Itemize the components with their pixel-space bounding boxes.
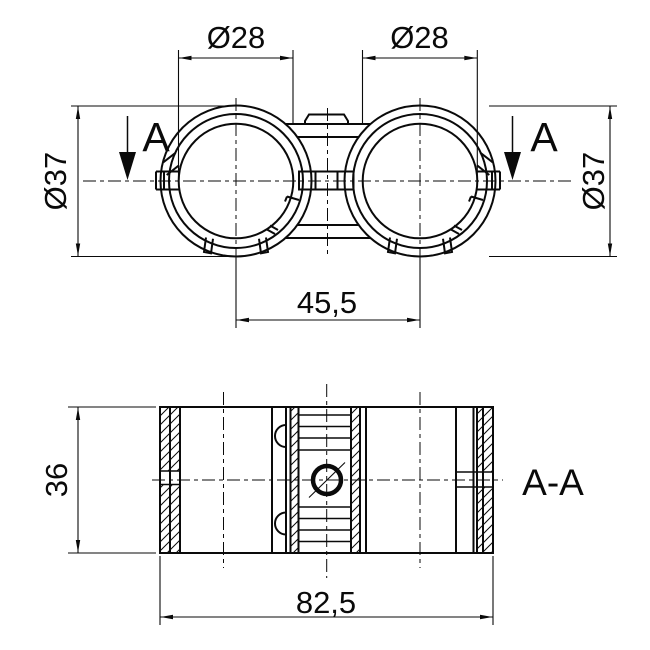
left-tab-1 — [202, 237, 214, 255]
right-bore-step — [450, 224, 463, 235]
dim-bore-right: Ø28 — [361, 20, 478, 181]
right-ring-slit — [476, 151, 494, 176]
dim-od-left: Ø37 — [38, 105, 232, 258]
hatch-right-wall-bottom — [477, 487, 493, 553]
left-ring-slit — [162, 151, 180, 176]
hatch-right-wall-top — [477, 407, 493, 472]
right-clamp-ring — [343, 104, 501, 258]
rib-ladder — [298, 414, 351, 543]
section-centerlines — [152, 384, 503, 578]
section-arrowhead-left — [119, 152, 136, 180]
left-clamp-ring — [155, 104, 313, 258]
section-label-left: A — [142, 114, 170, 160]
left-ring-step — [284, 195, 300, 202]
dim-od-right: Ø37 — [489, 105, 617, 258]
dim-length: 82,5 — [159, 556, 494, 625]
dim-length-label: 82,5 — [296, 585, 356, 620]
dim-od-left-label: Ø37 — [38, 152, 73, 211]
detent-bump-bottom — [274, 511, 287, 536]
left-bore-step — [266, 224, 279, 235]
section-view-label: A-A — [522, 462, 584, 503]
dim-bore-left-label: Ø28 — [207, 20, 266, 55]
section-label-right: A — [530, 114, 558, 160]
bridge-center-block — [298, 170, 355, 191]
dim-center-distance: 45,5 — [235, 258, 421, 328]
dim-bore-right-label: Ø28 — [390, 20, 449, 55]
dim-od-right-label: Ø37 — [576, 152, 611, 211]
right-tab-1 — [386, 237, 398, 255]
top-view: A A Ø28 Ø28 Ø37 — [38, 20, 617, 328]
right-ring-step — [468, 195, 484, 202]
right-outer-circle — [343, 104, 497, 258]
right-lug — [477, 170, 501, 191]
dim-height: 36 — [39, 406, 156, 554]
section-view: 36 82,5 A-A — [39, 384, 584, 625]
left-lug — [155, 170, 179, 191]
dim-height-label: 36 — [39, 463, 74, 497]
dim-bore-left: Ø28 — [177, 20, 294, 181]
center-bridge — [285, 113, 371, 239]
left-ring-inner-circle — [168, 113, 304, 249]
right-tab-2 — [442, 237, 454, 255]
detent-bump-top — [274, 424, 287, 448]
dim-center-distance-label: 45,5 — [297, 285, 357, 320]
section-arrowhead-right — [504, 152, 521, 180]
bridge-top-tab — [304, 113, 349, 124]
right-wall-hole — [456, 471, 493, 488]
section-arrow-right: A — [504, 114, 558, 180]
left-tab-2 — [258, 237, 270, 255]
left-wall-hole — [160, 470, 180, 486]
section-arrow-left: A — [119, 114, 170, 180]
left-outer-circle — [159, 104, 313, 258]
